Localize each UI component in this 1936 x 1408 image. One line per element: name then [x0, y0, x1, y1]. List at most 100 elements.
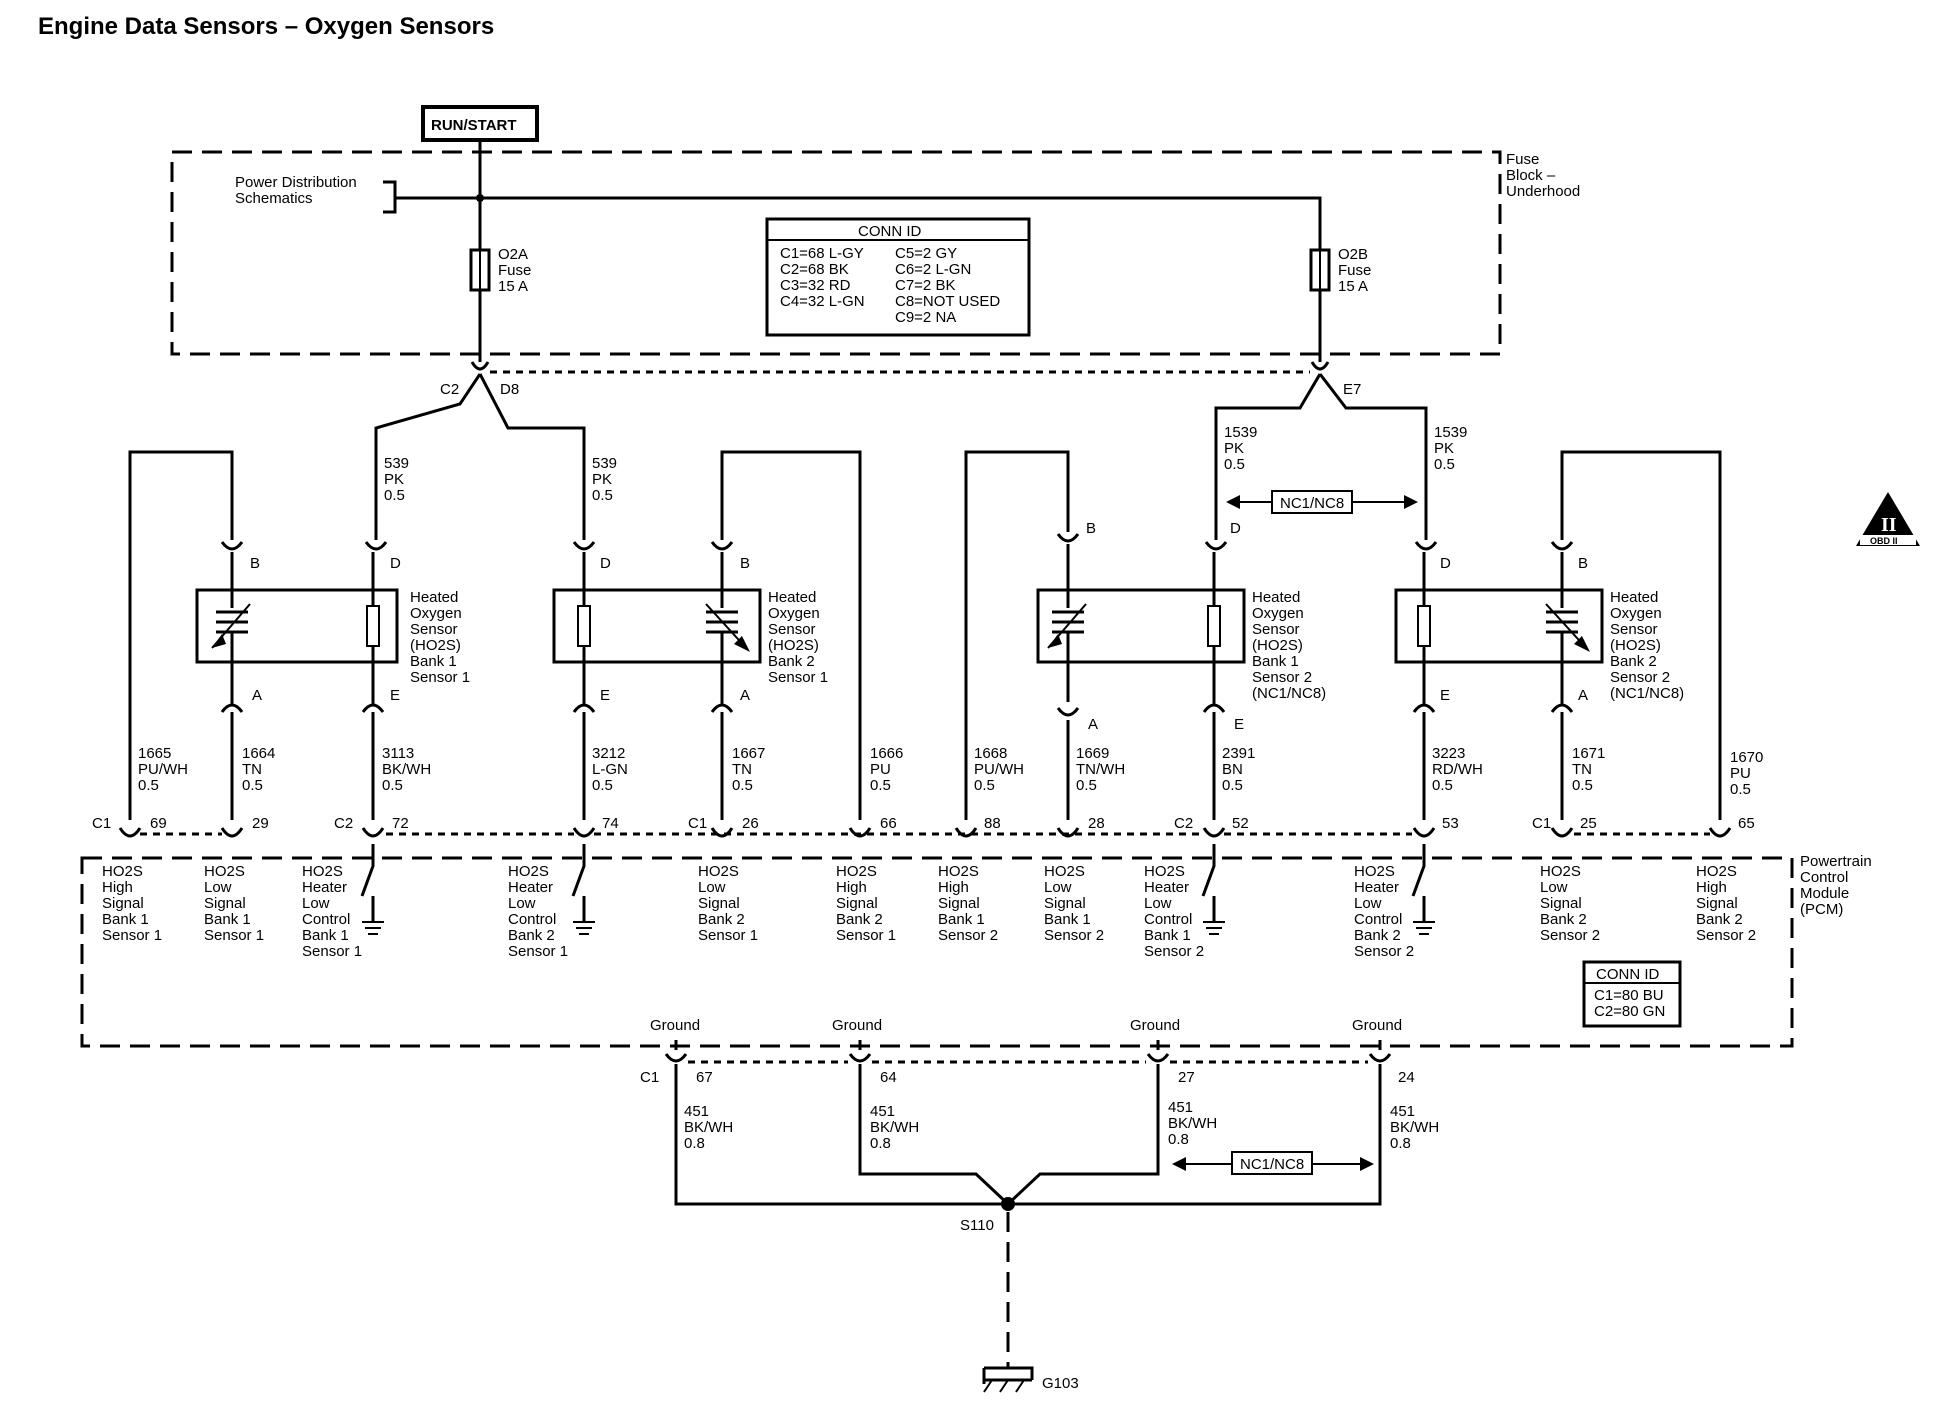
svg-text:(HO2S): (HO2S) — [768, 637, 819, 654]
svg-text:Bank 2: Bank 2 — [768, 653, 815, 670]
svg-text:Bank 2: Bank 2 — [1540, 911, 1587, 928]
svg-text:Signal: Signal — [1696, 895, 1738, 912]
svg-text:PK: PK — [1434, 440, 1454, 457]
svg-text:Sensor 1: Sensor 1 — [836, 927, 896, 944]
svg-text:Heated: Heated — [410, 589, 458, 606]
svg-text:BK/WH: BK/WH — [382, 761, 431, 778]
conn-id-pcm-table: CONN ID C1=80 BU C2=80 GN — [1582, 960, 1682, 1028]
svg-text:1539: 1539 — [1434, 424, 1467, 441]
connector-c2-d8: C2 D8 — [440, 361, 1310, 398]
svg-text:Low: Low — [1144, 895, 1172, 912]
svg-text:OBD II: OBD II — [1870, 536, 1898, 546]
svg-text:Low: Low — [508, 895, 536, 912]
splice-s110-label: S110 — [960, 1217, 994, 1234]
svg-text:Sensor 1: Sensor 1 — [102, 927, 162, 944]
svg-text:Signal: Signal — [836, 895, 878, 912]
svg-text:HO2S: HO2S — [1696, 863, 1737, 880]
fuse-bus-wire — [395, 196, 1322, 250]
svg-text:Sensor 2: Sensor 2 — [938, 927, 998, 944]
svg-text:Low: Low — [1540, 879, 1568, 896]
svg-text:E: E — [1234, 716, 1244, 733]
svg-text:0.5: 0.5 — [1572, 777, 1593, 794]
svg-text:TN: TN — [242, 761, 262, 778]
svg-text:II: II — [1881, 514, 1897, 536]
splice-s110-icon — [1001, 1197, 1015, 1211]
svg-text:0.8: 0.8 — [1168, 1131, 1189, 1148]
svg-text:451: 451 — [684, 1103, 709, 1120]
svg-text:Sensor 1: Sensor 1 — [698, 927, 758, 944]
svg-text:Ground: Ground — [1130, 1017, 1180, 1034]
svg-text:E: E — [1440, 687, 1450, 704]
ground-connectors: Ground Ground Ground Ground C1 67 64 27 … — [640, 1017, 1415, 1086]
svg-text:Sensor 2: Sensor 2 — [1696, 927, 1756, 944]
svg-text:0.5: 0.5 — [1432, 777, 1453, 794]
heater-element-icon — [1207, 605, 1221, 647]
svg-text:2391: 2391 — [1222, 745, 1255, 762]
svg-text:C2=68 BK: C2=68 BK — [780, 261, 849, 278]
svg-text:L-GN: L-GN — [592, 761, 628, 778]
svg-text:C1=80 BU: C1=80 BU — [1594, 987, 1664, 1004]
svg-text:0.5: 0.5 — [1434, 456, 1455, 473]
svg-text:D: D — [1440, 555, 1451, 572]
ground-wire-24 — [1008, 1064, 1382, 1206]
svg-text:PU: PU — [1730, 765, 1751, 782]
sensor-bank1-sensor1: B D A E Heated Oxygen Sensor (HO2S) Bank… — [128, 450, 470, 820]
svg-text:3223: 3223 — [1432, 745, 1465, 762]
svg-text:451: 451 — [870, 1103, 895, 1120]
ground-icon — [573, 921, 595, 935]
svg-text:Bank 1: Bank 1 — [302, 927, 349, 944]
ground-icon — [1413, 921, 1435, 935]
wire-label-1539a: 1539 PK 0.5 — [1224, 424, 1257, 473]
svg-text:0.5: 0.5 — [1076, 777, 1097, 794]
wire-539-bank2 — [478, 373, 586, 540]
pcm-module-label: Powertrain Control Module (PCM) — [1800, 853, 1872, 918]
svg-text:Heater: Heater — [1144, 879, 1189, 896]
svg-text:0.5: 0.5 — [732, 777, 753, 794]
svg-text:C9=2 NA: C9=2 NA — [895, 309, 956, 326]
svg-text:Bank 1: Bank 1 — [102, 911, 149, 928]
svg-text:TN: TN — [732, 761, 752, 778]
wire-label-539a: 539 PK 0.5 — [384, 455, 409, 504]
svg-text:PK: PK — [592, 471, 612, 488]
heater-switch-b1s1 — [360, 844, 384, 935]
svg-text:Sensor: Sensor — [768, 621, 816, 638]
svg-text:A: A — [1578, 687, 1588, 704]
run-start-box: RUN/START — [421, 105, 539, 142]
svg-text:Oxygen: Oxygen — [1252, 605, 1304, 622]
svg-text:HO2S: HO2S — [508, 863, 549, 880]
svg-text:Oxygen: Oxygen — [768, 605, 820, 622]
svg-text:Sensor: Sensor — [410, 621, 458, 638]
svg-text:C1: C1 — [640, 1069, 659, 1086]
run-start-label: RUN/START — [431, 117, 517, 134]
svg-text:0.5: 0.5 — [592, 487, 613, 504]
svg-text:Bank 1: Bank 1 — [1044, 911, 1091, 928]
sensor-element-icon — [216, 590, 248, 662]
svg-text:PK: PK — [1224, 440, 1244, 457]
svg-text:Low: Low — [1354, 895, 1382, 912]
ground-wire-64 — [858, 1064, 1010, 1206]
svg-text:A: A — [1088, 716, 1098, 733]
svg-text:Heated: Heated — [1252, 589, 1300, 606]
svg-text:E: E — [600, 687, 610, 704]
svg-text:28: 28 — [1088, 815, 1105, 832]
svg-text:Signal: Signal — [938, 895, 980, 912]
svg-text:C1: C1 — [92, 815, 111, 832]
svg-text:Bank 2: Bank 2 — [1354, 927, 1401, 944]
svg-text:Signal: Signal — [102, 895, 144, 912]
svg-text:Oxygen: Oxygen — [410, 605, 462, 622]
svg-text:HO2S: HO2S — [698, 863, 739, 880]
svg-text:PU/WH: PU/WH — [974, 761, 1024, 778]
pcm-connector-row: C1 C2 C1 C2 C1 69 29 72 74 26 66 88 28 5… — [92, 815, 1755, 838]
svg-text:High: High — [1696, 879, 1727, 896]
svg-text:0.8: 0.8 — [870, 1135, 891, 1152]
svg-text:Block –: Block – — [1506, 167, 1556, 184]
svg-text:1665: 1665 — [138, 745, 171, 762]
obd-ii-icon: II OBD II — [1856, 492, 1920, 546]
heater-element-icon — [1417, 605, 1431, 647]
svg-text:Control: Control — [1800, 869, 1848, 886]
ground-icon — [362, 921, 384, 935]
svg-text:53: 53 — [1442, 815, 1459, 832]
svg-text:Heated: Heated — [1610, 589, 1658, 606]
connector-e7: E7 — [1310, 361, 1361, 398]
svg-text:Control: Control — [1144, 911, 1192, 928]
